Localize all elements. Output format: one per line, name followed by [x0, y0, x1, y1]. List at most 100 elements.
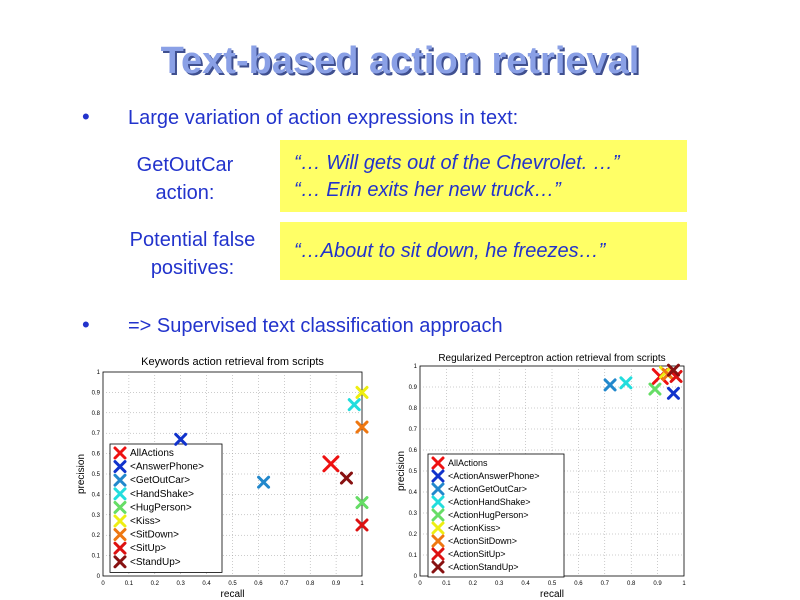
chart1-legend-marker: [113, 514, 127, 528]
chart1-xtick-label: 0.8: [306, 581, 315, 587]
chart2-ytick-label: 0.5: [409, 469, 418, 475]
chart1-legend-marker: [113, 446, 127, 460]
chart2-ytick-label: 0.7: [409, 427, 418, 433]
perceptron-retrieval-chart: Regularized Perceptron action retrieval …: [396, 353, 686, 600]
chart1-legend-marker: [113, 528, 127, 542]
chart2-legend-entry: AllActions: [448, 458, 488, 468]
chart2-data-point: [619, 376, 633, 390]
false-positive-label-line1: Potential false: [129, 229, 256, 251]
chart1-legend-entry: <StandUp>: [130, 557, 181, 568]
chart2-legend-marker: [431, 521, 445, 535]
chart1-xtick-label: 1: [360, 581, 364, 587]
chart1-ytick-label: 0.4: [92, 492, 101, 498]
chart1-ytick-label: 0.6: [92, 452, 101, 458]
chart1-legend-entry: <HandShake>: [130, 489, 194, 500]
false-positive-label-line2: positives:: [150, 257, 235, 279]
chart1-data-point: [355, 385, 369, 399]
chart2-legend-entry: <ActionHandShake>: [448, 497, 531, 507]
chart2-legend-entry: <ActionHugPerson>: [448, 510, 529, 520]
chart2-ytick-label: 0.6: [409, 448, 418, 454]
chart1-ytick-label: 0.7: [92, 431, 101, 437]
chart1-legend-marker: [113, 555, 127, 569]
chart2-data-point: [669, 370, 683, 383]
quote-line-3: “…About to sit down, he freezes…”: [294, 240, 606, 262]
chart2-legend-marker: [431, 534, 445, 548]
chart2-xtick-label: 1: [682, 581, 686, 587]
chart2-legend-entry: <ActionAnswerPhone>: [448, 471, 540, 481]
chart1-data-point: [355, 518, 369, 532]
chart2-legend-marker: [431, 508, 445, 522]
chart1-xtick-label: 0.4: [202, 581, 211, 587]
chart2-xtick-label: 0.5: [548, 581, 557, 587]
chart2-ytick-label: 0.9: [409, 385, 418, 391]
getoutcar-label: GetOutCar action:: [110, 151, 260, 207]
chart1-ytick-label: 1: [97, 370, 101, 376]
chart1-legend-marker: [113, 541, 127, 555]
chart2-legend-marker: [431, 482, 445, 496]
chart1-ytick-label: 0.8: [92, 411, 101, 417]
chart1-ytick-label: 0.9: [92, 390, 101, 396]
chart1-xtick-label: 0.2: [151, 581, 160, 587]
chart2-xtick-label: 0.9: [653, 581, 662, 587]
chart1-legend-marker: [113, 500, 127, 514]
chart2-legend-marker: [431, 456, 445, 470]
chart1-ytick-label: 0.5: [92, 472, 101, 478]
chart2-legend-box: [427, 453, 565, 578]
chart1-xtick-label: 0.9: [332, 581, 341, 587]
chart2-y-axis-label: precision: [396, 451, 407, 491]
chart2-xtick-label: 0.3: [495, 581, 504, 587]
chart1-legend-entry: <HugPerson>: [130, 502, 192, 513]
quote-line-2: “… Erin exits her new truck…”: [294, 179, 561, 201]
chart1-data-point: [355, 420, 369, 434]
quote-box-getoutcar: “… Will gets out of the Chevrolet. …” “……: [280, 140, 687, 212]
chart2-data-point: [666, 363, 680, 377]
chart2-data-point: [603, 378, 617, 392]
getoutcar-label-line2: action:: [155, 182, 215, 204]
chart1-xtick-label: 0.1: [125, 581, 134, 587]
chart2-legend-entry: <ActionKiss>: [448, 523, 501, 533]
getoutcar-label-line1: GetOutCar: [136, 154, 234, 176]
slide-title: Text-based action retrieval: [160, 40, 640, 82]
chart2-xtick-label: 0.4: [521, 581, 530, 587]
chart1-ytick-label: 0.2: [92, 533, 101, 539]
chart1-legend-marker: [113, 487, 127, 501]
false-positive-label: Potential false positives:: [110, 226, 275, 282]
chart1-legend-entry: <GetOutCar>: [130, 475, 190, 486]
chart2-data-point: [666, 386, 680, 400]
chart1-ytick-label: 0.1: [92, 554, 101, 560]
chart1-legend-entry: AllActions: [130, 448, 174, 459]
chart2-ytick-label: 0.3: [409, 511, 418, 517]
chart2-xtick-label: 0: [418, 581, 422, 587]
chart2-ytick-label: 1: [414, 364, 418, 370]
chart2-legend-entry: <ActionStandUp>: [448, 562, 519, 572]
chart2-ytick-label: 0.2: [409, 532, 418, 538]
chart1-legend-entry: <Kiss>: [130, 516, 161, 527]
chart2-xtick-label: 0.7: [601, 581, 610, 587]
chart1-xtick-label: 0.6: [254, 581, 263, 587]
chart1-legend-entry: <SitDown>: [130, 530, 179, 541]
chart1-data-point: [355, 496, 369, 510]
chart2-data-point: [648, 382, 662, 396]
chart2-xtick-label: 0.2: [469, 581, 478, 587]
bullet-dot-1: •: [82, 104, 90, 129]
chart1-data-point: [347, 398, 361, 412]
chart1-xtick-label: 0: [101, 581, 105, 587]
chart1-ytick-label: 0: [97, 574, 101, 580]
chart2-legend-entry: <ActionGetOutCar>: [448, 484, 527, 494]
bullet-dot-2: •: [82, 312, 90, 337]
chart2-legend-entry: <ActionSitUp>: [448, 549, 506, 559]
chart2-ytick-label: 0.4: [409, 490, 418, 496]
chart1-legend-marker: [113, 473, 127, 487]
chart1-x-axis-label: recall: [221, 589, 245, 600]
chart1-y-axis-label: precision: [76, 454, 87, 494]
chart1-data-point: [339, 471, 353, 485]
chart1-xtick-label: 0.3: [177, 581, 186, 587]
chart1-title: Keywords action retrieval from scripts: [141, 356, 324, 368]
chart2-legend-marker: [431, 469, 445, 483]
bullet-text-2: => Supervised text classification approa…: [128, 315, 503, 337]
chart1-legend-box: [109, 443, 223, 573]
chart1-xtick-label: 0.7: [280, 581, 289, 587]
chart1-legend-entry: <SitUp>: [130, 543, 166, 554]
chart1-ytick-label: 0.3: [92, 513, 101, 519]
